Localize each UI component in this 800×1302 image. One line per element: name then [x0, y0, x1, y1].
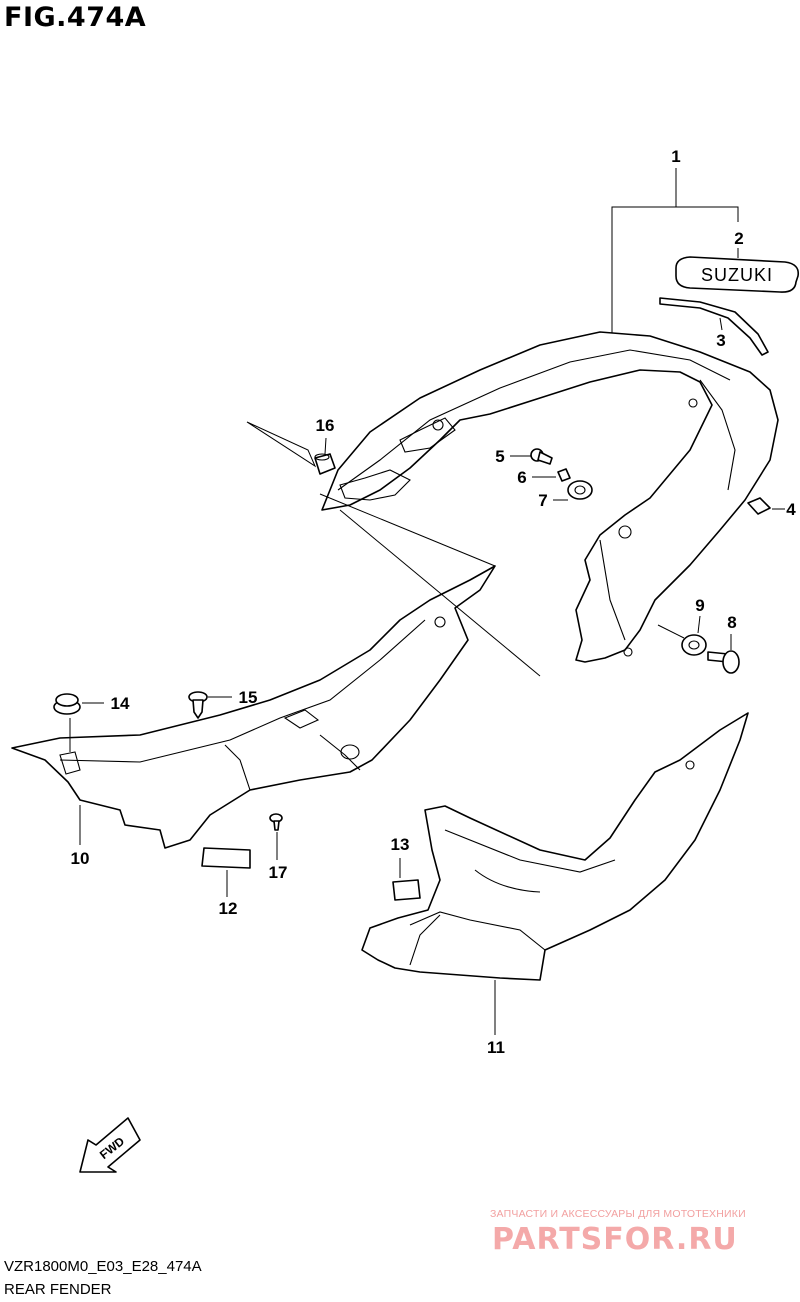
callout-8: 8: [727, 613, 736, 632]
part-6-collar: [557, 468, 571, 482]
callout-13: 13: [391, 835, 410, 854]
part-16-cushion: [314, 453, 336, 475]
diagram-name: REAR FENDER: [4, 1281, 112, 1298]
watermark-brand: PARTSFOR.RU: [492, 1222, 738, 1257]
callout-17: 17: [269, 863, 288, 882]
callout-15: 15: [239, 688, 258, 707]
callout-12: 12: [219, 899, 238, 918]
part-15-rivet: [188, 691, 208, 719]
figure-title: FIG.474A: [4, 2, 147, 33]
callout-3: 3: [716, 331, 725, 350]
callout-7: 7: [538, 491, 547, 510]
part-8-bolt: [707, 650, 740, 674]
part-12-pad: [201, 847, 251, 869]
leader-lines: [69, 168, 785, 1035]
part-4-nut: [747, 497, 771, 515]
callout-11: 11: [487, 1038, 505, 1057]
part-1-tail-cover: [321, 331, 779, 663]
part-11-under-cover: [361, 712, 749, 981]
part-10-rear-fender: [11, 565, 496, 849]
watermark-tagline: ЗАПЧАСТИ И АКСЕССУАРЫ ДЛЯ МОТОТЕХНИКИ: [490, 1208, 746, 1220]
callout-6: 6: [517, 468, 526, 487]
callout-14: 14: [111, 694, 130, 713]
part-3-stripe: [659, 297, 769, 356]
part-9-cushion: [681, 634, 707, 656]
part-14-grommet: [53, 693, 81, 715]
callout-5: 5: [495, 447, 504, 466]
fwd-arrow-icon: FWD: [79, 1117, 141, 1173]
emblem-text: SUZUKI: [701, 265, 773, 285]
callout-9: 9: [695, 596, 704, 615]
callout-10: 10: [71, 849, 90, 868]
part-5-screw: [530, 448, 553, 465]
callout-numbers: 1 2 3 4 5 6 7 8 9 10 11 12 13 14 15 16 1…: [71, 147, 797, 1057]
part-17-screw: [269, 813, 283, 831]
callout-4: 4: [786, 500, 796, 519]
callout-1: 1: [671, 147, 680, 166]
callout-16: 16: [316, 416, 335, 435]
callout-2: 2: [734, 229, 743, 248]
part-7-grommet: [567, 480, 593, 500]
diagram-code: VZR1800M0_E03_E28_474A: [4, 1258, 202, 1275]
part-13-pad: [392, 879, 421, 901]
part-2-emblem: SUZUKI: [675, 256, 800, 293]
